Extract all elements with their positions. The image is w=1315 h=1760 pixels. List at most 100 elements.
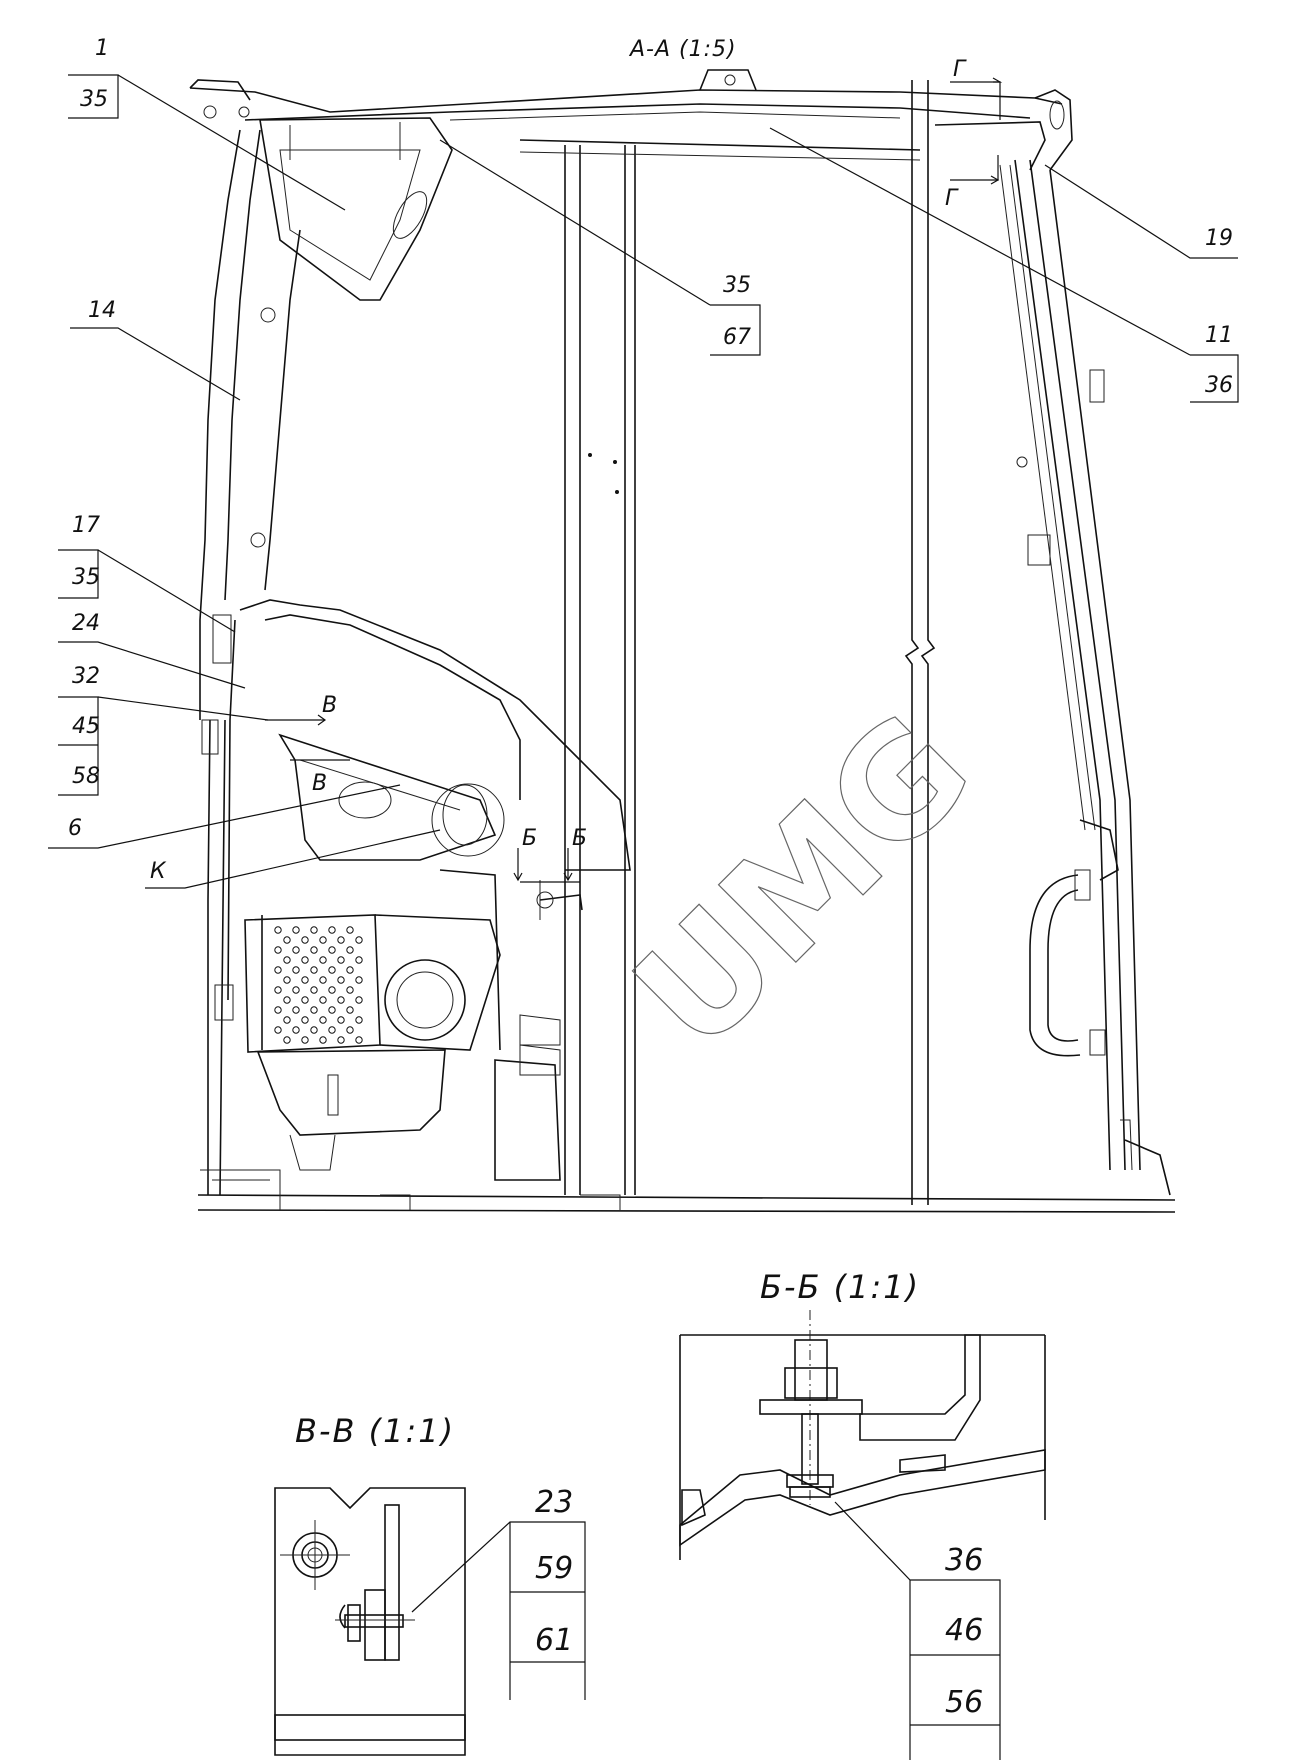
callout-32-ref-2: 58 bbox=[72, 764, 100, 789]
section-mark-v-bottom: В bbox=[312, 771, 327, 796]
callout-1-number: 1 bbox=[95, 36, 109, 61]
perforation-hole bbox=[319, 1036, 327, 1044]
perforation-hole bbox=[355, 1036, 363, 1044]
perforation-hole bbox=[274, 926, 282, 934]
callout-32-ref-1: 45 bbox=[72, 714, 100, 739]
perforation-hole bbox=[319, 1016, 327, 1024]
callout-35-ref: 67 bbox=[723, 325, 751, 350]
section-bb-title: Б-Б (1:1) bbox=[760, 1268, 920, 1306]
perforation-hole bbox=[301, 936, 309, 944]
perforation-hole bbox=[328, 1006, 336, 1014]
perforation-hole bbox=[337, 936, 345, 944]
perforated-panel bbox=[274, 926, 363, 1044]
perforation-hole bbox=[292, 926, 300, 934]
section-mark-g-top: Г bbox=[953, 57, 967, 82]
perforation-hole bbox=[328, 946, 336, 954]
section-vv-detail: В-В (1:1) 23 59 61 bbox=[274, 1412, 586, 1756]
perforation-hole bbox=[337, 1036, 345, 1044]
perforation-hole bbox=[283, 976, 291, 984]
perforation-hole bbox=[283, 956, 291, 964]
perforation-hole bbox=[292, 1026, 300, 1034]
callout-36-number: 36 bbox=[945, 1543, 983, 1578]
perforation-hole bbox=[274, 986, 282, 994]
perforation-hole bbox=[337, 1016, 345, 1024]
section-mark-b-right: Б bbox=[572, 826, 587, 851]
perforation-hole bbox=[328, 966, 336, 974]
section-bb-detail: Б-Б (1:1) 36 46 56 bbox=[679, 1268, 1046, 1760]
perforation-hole bbox=[337, 976, 345, 984]
callout-11: 11 36 bbox=[769, 127, 1239, 403]
section-mark-b-left: Б bbox=[522, 826, 537, 851]
perforation-hole bbox=[355, 1016, 363, 1024]
perforation-hole bbox=[310, 966, 318, 974]
perforation-hole bbox=[319, 956, 327, 964]
callout-14: 14 bbox=[70, 298, 241, 401]
perforation-hole bbox=[319, 976, 327, 984]
perforation-hole bbox=[310, 1026, 318, 1034]
perforation-hole bbox=[310, 986, 318, 994]
watermark: UMG bbox=[602, 682, 1004, 1084]
perforation-hole bbox=[292, 946, 300, 954]
section-mark-v-top: В bbox=[322, 693, 337, 718]
perforation-hole bbox=[274, 966, 282, 974]
perforation-hole bbox=[355, 976, 363, 984]
perforation-hole bbox=[274, 946, 282, 954]
perforation-hole bbox=[337, 956, 345, 964]
callout-35: 35 67 bbox=[439, 139, 761, 356]
callout-24: 24 bbox=[58, 611, 246, 689]
perforation-hole bbox=[310, 1006, 318, 1014]
callout-17: 17 35 bbox=[58, 513, 236, 633]
perforation-hole bbox=[274, 1006, 282, 1014]
perforation-hole bbox=[274, 1026, 282, 1034]
callout-32: 32 45 58 bbox=[58, 664, 269, 796]
callout-23-number: 23 bbox=[535, 1485, 573, 1520]
perforation-hole bbox=[319, 996, 327, 1004]
perforation-hole bbox=[346, 926, 354, 934]
perforation-hole bbox=[301, 996, 309, 1004]
main-view-cab-section: А-А (1:5) bbox=[48, 36, 1239, 1213]
perforation-hole bbox=[292, 986, 300, 994]
perforation-hole bbox=[346, 986, 354, 994]
callout-32-number: 32 bbox=[72, 664, 100, 689]
callout-k: К bbox=[145, 783, 505, 889]
perforation-hole bbox=[283, 1016, 291, 1024]
perforation-hole bbox=[346, 946, 354, 954]
perforation-hole bbox=[301, 1036, 309, 1044]
callout-24-number: 24 bbox=[72, 611, 100, 636]
perforation-hole bbox=[355, 996, 363, 1004]
callout-6: 6 bbox=[48, 784, 401, 849]
perforation-hole bbox=[346, 966, 354, 974]
callout-35-number: 35 bbox=[723, 273, 751, 298]
perforation-hole bbox=[292, 966, 300, 974]
callout-14-number: 14 bbox=[88, 298, 116, 323]
callout-23-ref-2: 61 bbox=[535, 1623, 573, 1658]
section-mark-g-bottom: Г bbox=[945, 186, 959, 211]
perforation-hole bbox=[328, 1026, 336, 1034]
perforation-hole bbox=[310, 926, 318, 934]
callout-17-ref: 35 bbox=[72, 565, 100, 590]
perforation-hole bbox=[283, 936, 291, 944]
perforation-hole bbox=[337, 996, 345, 1004]
perforation-hole bbox=[301, 956, 309, 964]
callout-19: 19 bbox=[1044, 164, 1238, 259]
perforation-hole bbox=[301, 976, 309, 984]
callout-6-number: 6 bbox=[68, 816, 82, 841]
callout-23-ref-1: 59 bbox=[535, 1551, 573, 1586]
callout-36-ref-1: 46 bbox=[945, 1613, 983, 1648]
callout-11-ref: 36 bbox=[1205, 373, 1233, 398]
callout-17-number: 17 bbox=[72, 513, 100, 538]
perforation-hole bbox=[283, 1036, 291, 1044]
perforation-hole bbox=[346, 1006, 354, 1014]
callout-k-letter: К bbox=[150, 859, 167, 884]
perforation-hole bbox=[292, 1006, 300, 1014]
perforation-hole bbox=[301, 1016, 309, 1024]
perforation-hole bbox=[328, 926, 336, 934]
perforation-hole bbox=[319, 936, 327, 944]
perforation-hole bbox=[346, 1026, 354, 1034]
section-vv-title: В-В (1:1) bbox=[295, 1412, 455, 1450]
callout-1: 1 35 bbox=[68, 36, 346, 211]
callout-19-number: 19 bbox=[1205, 226, 1233, 251]
callout-1-ref: 35 bbox=[80, 87, 108, 112]
perforation-hole bbox=[310, 946, 318, 954]
